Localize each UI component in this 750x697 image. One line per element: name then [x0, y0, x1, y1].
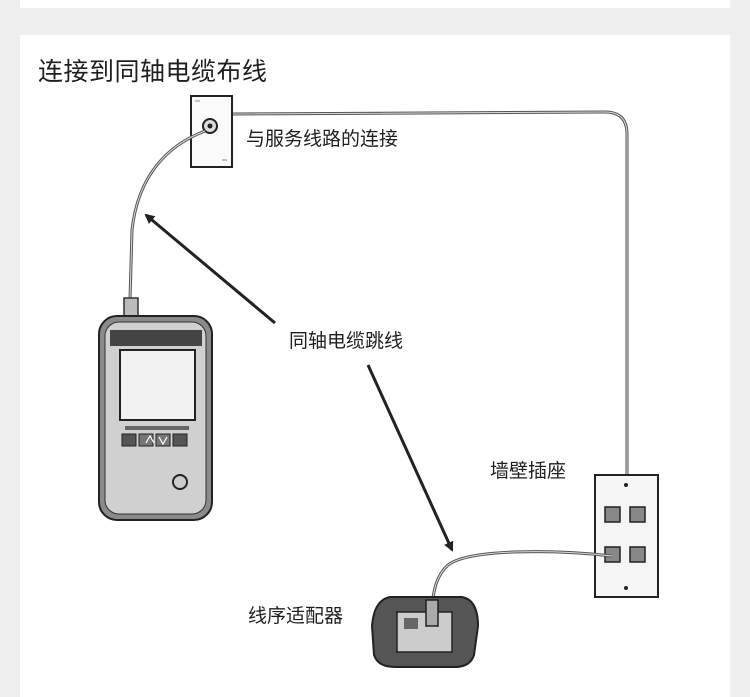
line-adapter — [370, 596, 480, 668]
arrow-to-lower-jumper — [366, 364, 454, 552]
coax-jumper-label: 同轴电缆跳线 — [289, 330, 404, 352]
wall-jack — [594, 474, 659, 598]
top-card-edge — [20, 0, 730, 8]
service-cable — [231, 110, 629, 490]
arrow-to-upper-jumper — [144, 213, 276, 325]
line-adapter-label: 线序适配器 — [248, 605, 344, 627]
wall-jack-label: 墙壁插座 — [490, 460, 567, 482]
handheld-tester — [98, 315, 213, 521]
diagram-title: 连接到同轴电缆布线 — [38, 57, 268, 86]
service-connection-label: 与服务线路的连接 — [246, 128, 399, 150]
service-outlet — [190, 95, 233, 168]
